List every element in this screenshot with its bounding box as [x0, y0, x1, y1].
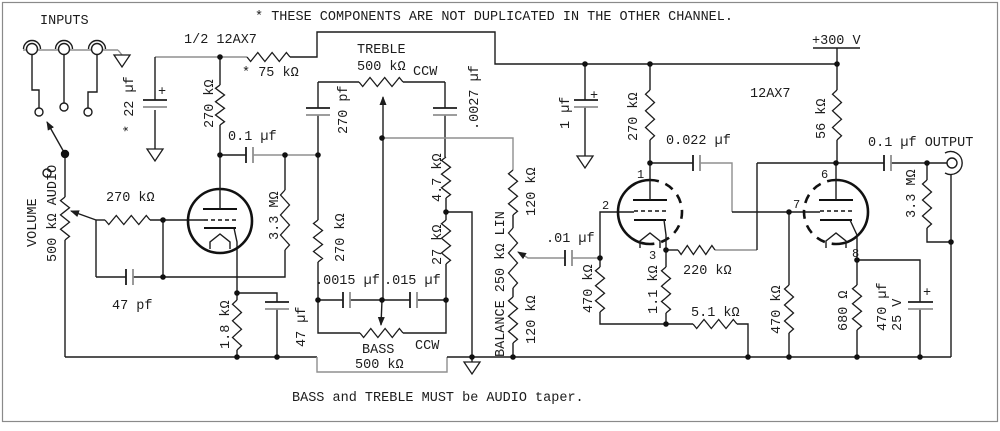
label-12ax7: 12AX7 [750, 87, 791, 102]
label-r680: 680 Ω [837, 290, 852, 331]
label-r27k: 27 kΩ [431, 224, 446, 265]
label-treble-ccw: CCW [413, 65, 438, 80]
label-r120k-bottom: 120 kΩ [525, 295, 540, 344]
label-c470uf: 470 µf [876, 282, 891, 331]
label-output: 0.1 µf OUTPUT [868, 136, 973, 151]
pin-3: 3 [649, 249, 656, 263]
label-r3.3m-left: 3.3 MΩ [268, 191, 283, 240]
pin-8: 8 [852, 247, 859, 261]
label-balance: BALANCE 250 kΩ LIN [494, 211, 509, 357]
label-r270k-plate1: 270 kΩ [203, 79, 218, 128]
label-r56k: 56 kΩ [815, 98, 830, 139]
label-c1uf: 1 µf [559, 97, 574, 129]
label-c0.1uf: 0.1 µf [228, 130, 277, 145]
tube2-triode [616, 163, 684, 250]
junction-dots [160, 54, 954, 360]
label-half-tube: 1/2 12AX7 [184, 33, 257, 48]
pin-7: 7 [793, 198, 800, 212]
ground-symbols [112, 54, 595, 376]
pin-2: 2 [602, 199, 609, 213]
label-volume-value: 500 kΩ AUDIO [46, 165, 61, 262]
label-bass-value: 500 kΩ [355, 358, 404, 373]
label-c0.01uf: .01 µf [546, 232, 595, 247]
label-r470k-grid3: 470 kΩ [770, 285, 785, 334]
pin-1: 1 [637, 168, 644, 182]
label-c22uf: * 22 µf [123, 76, 138, 133]
output-jack [944, 150, 963, 176]
wires [64, 31, 952, 373]
label-plus300v: +300 V [812, 34, 862, 49]
label-r270k-plate2: 270 kΩ [627, 92, 642, 141]
polarity-plus-22uf: + [158, 85, 166, 100]
input-jack-3 [90, 42, 104, 56]
input-jack-1 [25, 42, 39, 56]
label-r3.3m-right: 3.3 MΩ [905, 169, 920, 218]
label-r75k: * 75 kΩ [242, 66, 299, 81]
label-bass: BASS [362, 343, 394, 358]
label-r120k-top: 120 kΩ [525, 167, 540, 216]
label-bass-ccw: CCW [415, 339, 440, 354]
selector-switch-arm [46, 121, 66, 155]
label-c470uf-voltage: 25 V [891, 298, 906, 331]
label-c0.015uf: .015 µf [384, 274, 441, 289]
label-r270k-mid: 270 kΩ [334, 213, 349, 262]
label-volume: VOLUME [26, 198, 41, 247]
resistors [59, 51, 933, 351]
label-c47uf: 47 µf [295, 306, 310, 347]
label-r4.7k: 4.7 kΩ [431, 153, 446, 202]
label-r270k-grid: 270 kΩ [106, 191, 155, 206]
tube3-triode [802, 163, 870, 260]
capacitors [125, 99, 933, 310]
page-border [1, 1, 999, 423]
label-treble: TREBLE [357, 43, 406, 58]
label-c0.0027uf: .0027 µf [468, 65, 483, 130]
label-treble-value: 500 kΩ [357, 60, 406, 75]
label-r470k-grid2: 470 kΩ [582, 264, 597, 313]
tube1-triode [186, 155, 254, 255]
label-c47pf: 47 pf [112, 299, 153, 314]
label-c0.022uf: 0.022 µf [666, 134, 731, 149]
label-r5.1k: 5.1 kΩ [691, 306, 740, 321]
pin-6: 6 [821, 168, 828, 182]
label-c0.0015uf: .0015 µf [315, 274, 380, 289]
label-c270pf: 270 pf [337, 85, 352, 134]
label-r220k: 220 kΩ [683, 264, 732, 279]
label-r1.1k: 1.1 kΩ [647, 265, 662, 314]
input-jack-2 [57, 42, 71, 56]
polarity-plus-1uf: + [590, 89, 598, 104]
label-inputs: INPUTS [40, 14, 89, 29]
polarity-plus-470uf: + [923, 286, 931, 301]
note-bottom: BASS and TREBLE MUST be AUDIO taper. [292, 391, 584, 406]
input-jacks [22, 39, 123, 178]
note-top: * THESE COMPONENTS ARE NOT DUPLICATED IN… [255, 10, 733, 25]
label-r1.8k: 1.8 kΩ [219, 300, 234, 349]
